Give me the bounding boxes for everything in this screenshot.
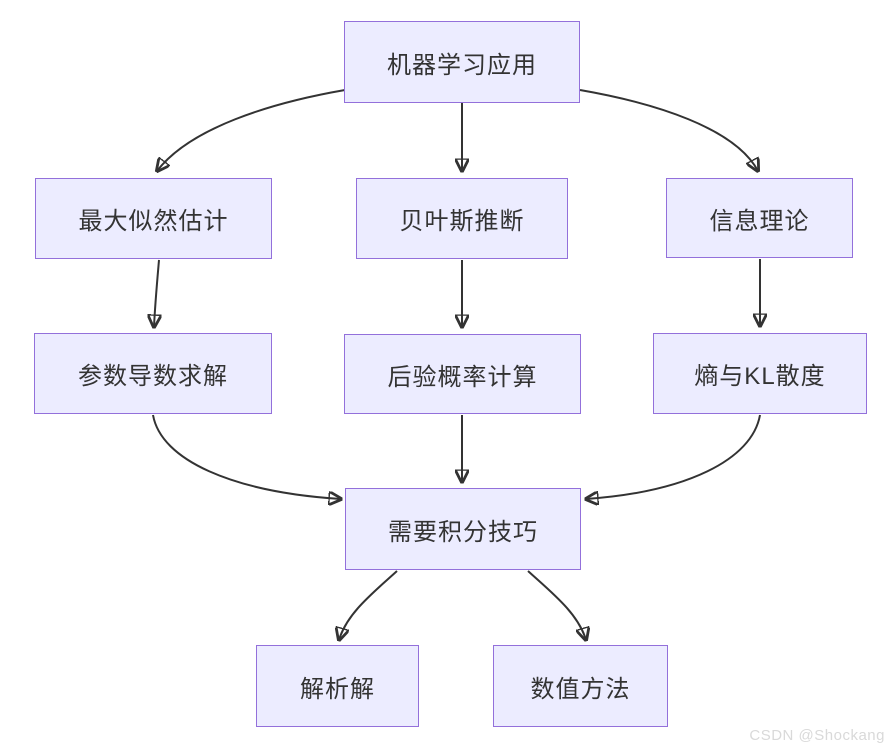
- node-label: 解析解: [300, 675, 375, 703]
- node-label: 最大似然估计: [78, 208, 229, 235]
- node-posterior-probability-computation: 后验概率计算: [344, 334, 581, 414]
- node-information-theory: 信息理论: [666, 178, 853, 258]
- node-label: 需要积分技巧: [388, 518, 538, 546]
- node-analytical-solution: 解析解: [256, 645, 419, 727]
- node-requires-integration-techniques: 需要积分技巧: [345, 488, 581, 570]
- node-label: 数值方法: [530, 675, 631, 703]
- node-label: 信息理论: [709, 207, 810, 235]
- node-maximum-likelihood-estimation: 最大似然估计: [35, 178, 272, 259]
- edge-deriv-integral: [152, 414, 341, 499]
- node-label: 参数导数求解: [78, 363, 228, 390]
- node-label: 后验概率计算: [387, 363, 538, 391]
- node-parameter-derivative-solving: 参数导数求解: [34, 333, 272, 414]
- edge-root-mle: [157, 89, 346, 171]
- edge-mle-deriv: [154, 259, 159, 327]
- edge-root-info: [579, 89, 758, 171]
- node-label: 熵与KL散度: [694, 363, 826, 390]
- edge-integral-numeric: [527, 570, 586, 640]
- csdn-watermark: CSDN @Shockang: [749, 727, 885, 744]
- node-label: 机器学习应用: [387, 51, 537, 79]
- node-numerical-methods: 数值方法: [493, 645, 668, 727]
- edge-entropy-integral: [586, 414, 761, 499]
- edge-integral-analytic: [339, 570, 398, 640]
- node-label: 贝叶斯推断: [399, 208, 525, 235]
- node-machine-learning-applications: 机器学习应用: [344, 21, 580, 103]
- node-bayesian-inference: 贝叶斯推断: [356, 178, 568, 259]
- node-entropy-kl-divergence: 熵与KL散度: [653, 333, 867, 414]
